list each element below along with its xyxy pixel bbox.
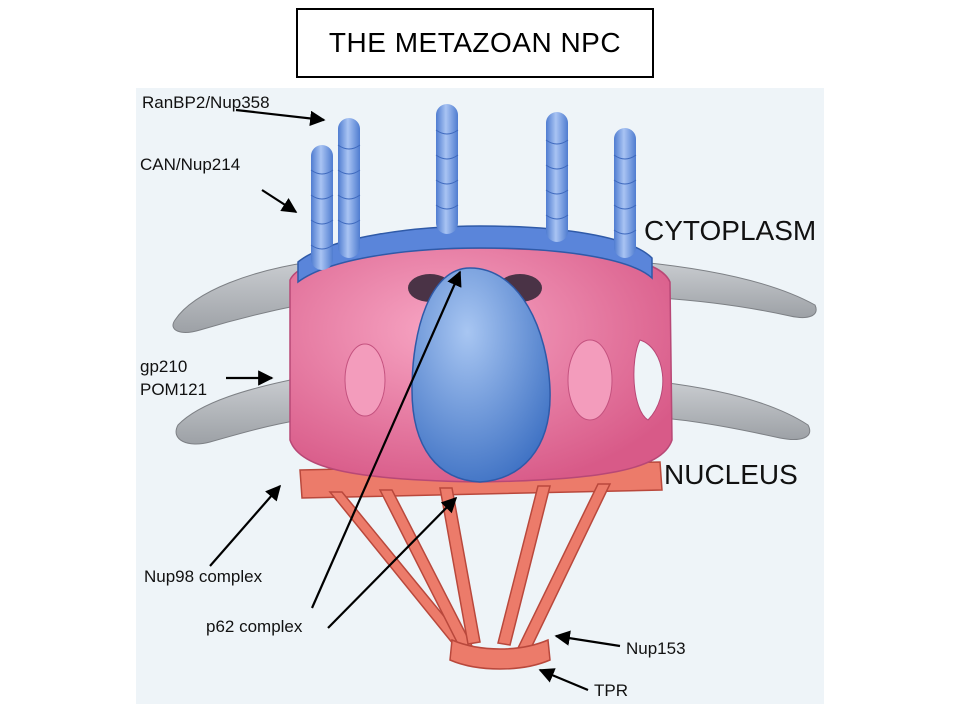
nuclear-envelope <box>172 261 817 445</box>
tpr-label: TPR <box>594 681 628 700</box>
title-box: THE METAZOAN NPC <box>296 8 654 78</box>
central-transporter <box>411 267 551 483</box>
cytoplasm-label: CYTOPLASM <box>644 215 816 246</box>
nup153-label: Nup153 <box>626 639 686 658</box>
filament-2 <box>337 118 361 258</box>
pom121-label: POM121 <box>140 380 207 399</box>
p62-arrow-upper <box>310 270 462 609</box>
can-arrow <box>261 189 298 213</box>
tpr-arrow <box>538 668 589 692</box>
filament-1 <box>310 145 334 270</box>
ranbp2-arrow <box>235 108 326 127</box>
nucleus-label: NUCLEUS <box>664 459 798 490</box>
cytoplasmic-filaments <box>310 104 637 270</box>
cytoplasmic-ring <box>297 225 653 284</box>
filament-4 <box>545 112 569 242</box>
nuclear-basket <box>299 461 663 670</box>
nup153-arrow <box>554 630 621 648</box>
pointer-arrows <box>209 108 621 692</box>
ranbp2-label: RanBP2/Nup358 <box>142 93 270 112</box>
nup98-label: Nup98 complex <box>144 567 263 586</box>
page-title: THE METAZOAN NPC <box>328 27 622 58</box>
gp210-label: gp210 <box>140 357 187 376</box>
nup98-arrow <box>209 484 282 567</box>
can-label: CAN/Nup214 <box>140 155 240 174</box>
p62-label: p62 complex <box>206 617 303 636</box>
filament-5 <box>613 128 637 258</box>
p62-arrow-lower <box>327 496 458 629</box>
filament-3 <box>435 104 459 234</box>
